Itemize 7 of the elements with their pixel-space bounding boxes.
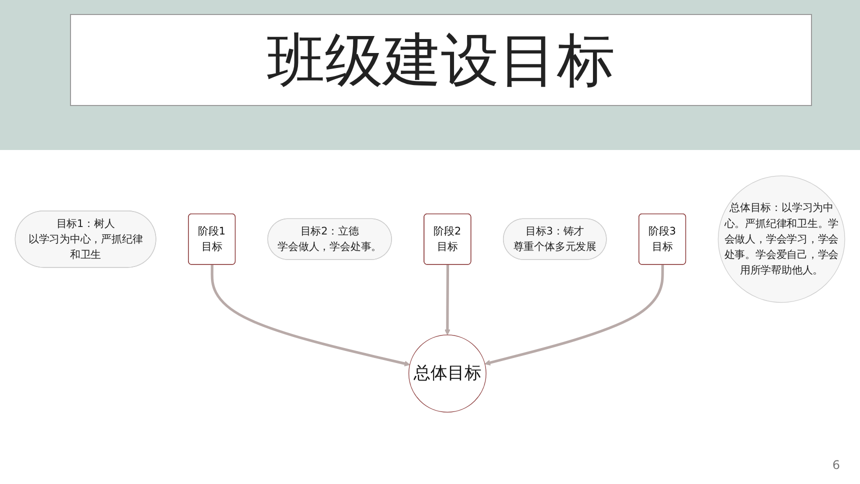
arrow [210, 264, 410, 366]
arrow [484, 264, 664, 366]
node-circle: 总体目标：以学习为中心。严抓纪律和卫生。学会做人，学会学习，学会处事。学会爱自己，学会用所学帮助他人。 [718, 176, 846, 303]
node-circle: 总体目标 [408, 334, 486, 412]
page-number: 6 [832, 458, 840, 472]
title: 班级建设目标 [70, 14, 812, 106]
arrow [444, 264, 450, 336]
